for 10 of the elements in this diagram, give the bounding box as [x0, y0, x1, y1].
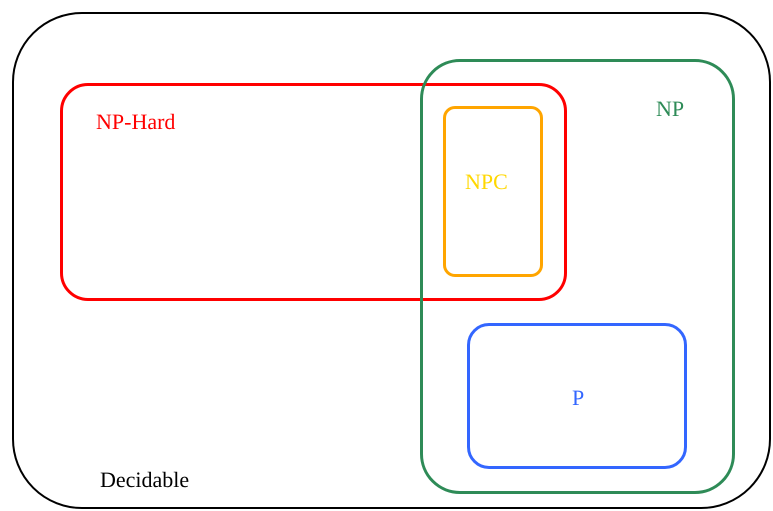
set-region [12, 12, 771, 509]
set-label: NP-Hard [96, 111, 176, 133]
set-region [60, 83, 567, 301]
set-label: Decidable [100, 469, 190, 491]
set-region [467, 323, 687, 469]
set-label: P [572, 387, 584, 409]
set-label: NP [656, 98, 684, 120]
set-region [443, 106, 543, 277]
set-label: NPC [465, 171, 508, 193]
set-region [420, 59, 735, 494]
